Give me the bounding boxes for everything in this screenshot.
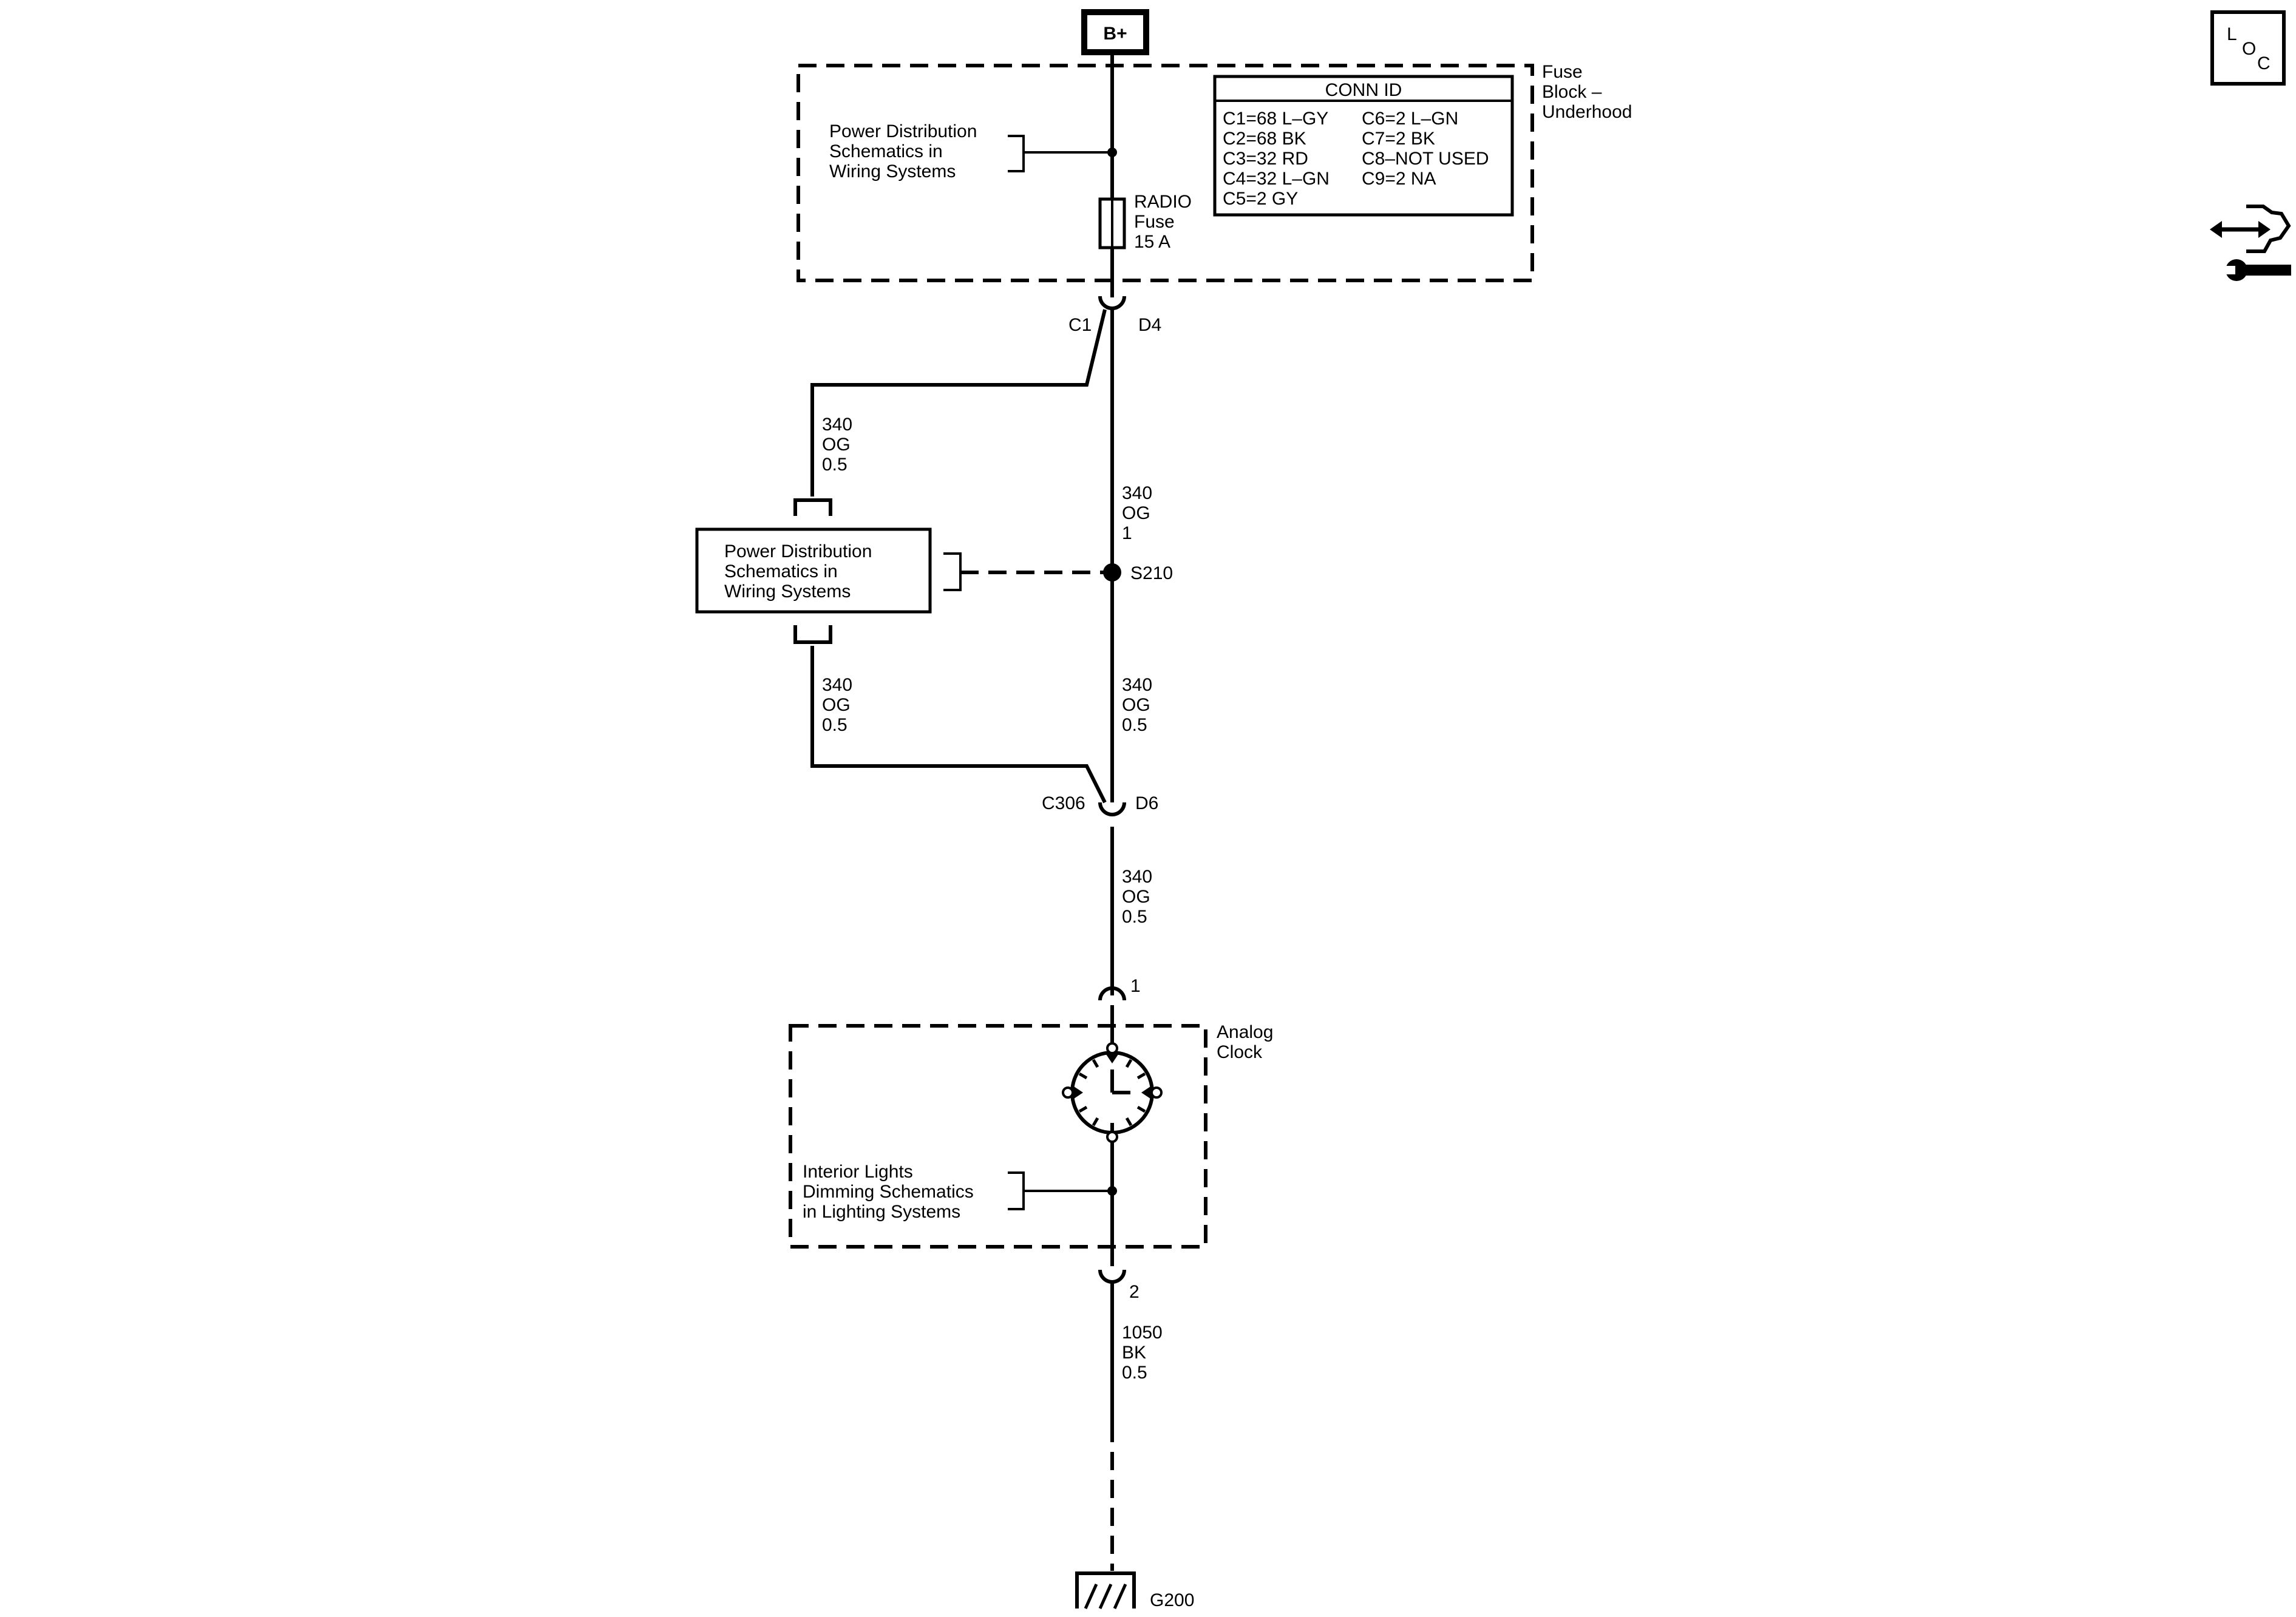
wire-label-main-lower: 340 OG 0.5 (1122, 675, 1152, 735)
pds-reference-top[interactable]: Power Distribution Schematics in Wiring … (829, 121, 1117, 181)
svg-text:Block –: Block – (1542, 82, 1602, 102)
svg-text:340: 340 (1122, 675, 1152, 695)
svg-text:340: 340 (822, 415, 852, 435)
svg-text:L: L (2227, 24, 2237, 44)
svg-text:340: 340 (1122, 867, 1152, 887)
clock-connector-pin-1[interactable]: 1 (1098, 976, 1141, 1032)
connector-c1-pin: D4 (1138, 315, 1161, 335)
svg-text:C7=2 BK: C7=2 BK (1362, 129, 1435, 149)
svg-text:Power Distribution: Power Distribution (829, 121, 977, 141)
pds-box-bracket (943, 552, 962, 591)
svg-text:Fuse: Fuse (1134, 212, 1175, 232)
wire-label-ground: 1050 BK 0.5 (1122, 1323, 1163, 1383)
conn-id-table: CONN ID C1=68 L–GY C2=68 BK C3=32 RD C4=… (1213, 75, 1514, 217)
svg-text:0.5: 0.5 (1122, 907, 1147, 927)
svg-text:OG: OG (1122, 887, 1150, 907)
connector-c1-name: C1 (1068, 315, 1092, 335)
branch-wire-upper (810, 309, 1107, 497)
loc-icon[interactable]: L O C (2210, 10, 2286, 86)
dimming-reference[interactable]: Interior Lights Dimming Schematics in Li… (803, 1162, 1117, 1222)
svg-text:C: C (2257, 53, 2271, 73)
svg-text:C4=32 L–GN: C4=32 L–GN (1223, 169, 1330, 189)
svg-text:OG: OG (822, 435, 851, 455)
radio-fuse: RADIO Fuse 15 A (1098, 192, 1192, 252)
svg-text:Power Distribution: Power Distribution (724, 541, 872, 561)
svg-text:Interior Lights: Interior Lights (803, 1162, 913, 1182)
analog-clock-title: Analog Clock (1217, 1022, 1273, 1062)
connector-c306[interactable]: C306 D6 (1042, 793, 1158, 845)
svg-text:Schematics in: Schematics in (829, 141, 943, 161)
svg-text:C6=2 L–GN: C6=2 L–GN (1362, 109, 1458, 129)
svg-text:C9=2 NA: C9=2 NA (1362, 169, 1436, 189)
pds-reference-box[interactable]: Power Distribution Schematics in Wiring … (695, 527, 932, 614)
svg-text:Analog: Analog (1217, 1022, 1273, 1042)
svg-text:Dimming Schematics: Dimming Schematics (803, 1182, 974, 1202)
svg-text:Clock: Clock (1217, 1042, 1263, 1062)
splice-s210-label: S210 (1130, 563, 1173, 583)
svg-text:Fuse: Fuse (1542, 62, 1583, 82)
svg-text:Underhood: Underhood (1542, 102, 1632, 122)
pds-box-top-connector (793, 498, 832, 516)
svg-text:C3=32 RD: C3=32 RD (1223, 149, 1308, 169)
svg-text:O: O (2242, 39, 2256, 59)
clock-pin-2-label: 2 (1129, 1282, 1140, 1302)
svg-text:BK: BK (1122, 1343, 1146, 1363)
svg-text:C8–NOT USED: C8–NOT USED (1362, 149, 1489, 169)
svg-text:15 A: 15 A (1134, 232, 1170, 252)
b-plus-label: B+ (1103, 24, 1127, 44)
svg-text:0.5: 0.5 (822, 715, 847, 735)
svg-text:OG: OG (1122, 695, 1150, 715)
svg-text:OG: OG (822, 695, 851, 715)
svg-text:Schematics in: Schematics in (724, 561, 838, 581)
svg-text:OG: OG (1122, 503, 1150, 523)
svg-text:C5=2 GY: C5=2 GY (1223, 189, 1298, 209)
connector-c306-name: C306 (1042, 793, 1085, 813)
connector-end-view-icon[interactable] (2210, 205, 2291, 281)
svg-text:Wiring Systems: Wiring Systems (724, 581, 851, 602)
wire-label-branch-upper: 340 OG 0.5 (822, 415, 852, 475)
analog-clock-outline (789, 1024, 1207, 1249)
wire-label-to-clock: 340 OG 0.5 (1122, 867, 1152, 927)
svg-text:340: 340 (822, 675, 852, 695)
pds-box-bottom-connector (793, 625, 832, 644)
b-plus-terminal: B+ (1081, 9, 1149, 55)
clock-pin-1-label: 1 (1130, 976, 1141, 996)
svg-text:0.5: 0.5 (822, 455, 847, 475)
connector-c306-pin: D6 (1135, 793, 1158, 813)
svg-text:0.5: 0.5 (1122, 715, 1147, 735)
clock-connector-pin-2[interactable]: 2 (1098, 1248, 1140, 1302)
branch-wire-lower (810, 646, 1107, 804)
svg-text:in Lighting Systems: in Lighting Systems (803, 1202, 960, 1222)
ground-g200[interactable]: G200 (1075, 1571, 1194, 1610)
connector-c1[interactable]: C1 D4 (1068, 280, 1161, 335)
fuse-block-title: Fuse Block – Underhood (1542, 62, 1632, 122)
conn-id-header: CONN ID (1325, 80, 1402, 100)
analog-clock-icon (1062, 1042, 1163, 1143)
fuse-block-outline (796, 64, 1534, 282)
wire-label-branch-lower: 340 OG 0.5 (822, 675, 852, 735)
svg-text:1: 1 (1122, 523, 1132, 543)
ground-g200-label: G200 (1150, 1590, 1194, 1610)
svg-text:C1=68 L–GY: C1=68 L–GY (1223, 109, 1328, 129)
svg-text:340: 340 (1122, 483, 1152, 503)
svg-text:C2=68 BK: C2=68 BK (1223, 129, 1306, 149)
svg-text:1050: 1050 (1122, 1323, 1163, 1343)
wire-label-main-upper: 340 OG 1 (1122, 483, 1152, 543)
svg-text:RADIO: RADIO (1134, 192, 1192, 212)
svg-text:Wiring Systems: Wiring Systems (829, 161, 956, 181)
svg-text:0.5: 0.5 (1122, 1363, 1147, 1383)
